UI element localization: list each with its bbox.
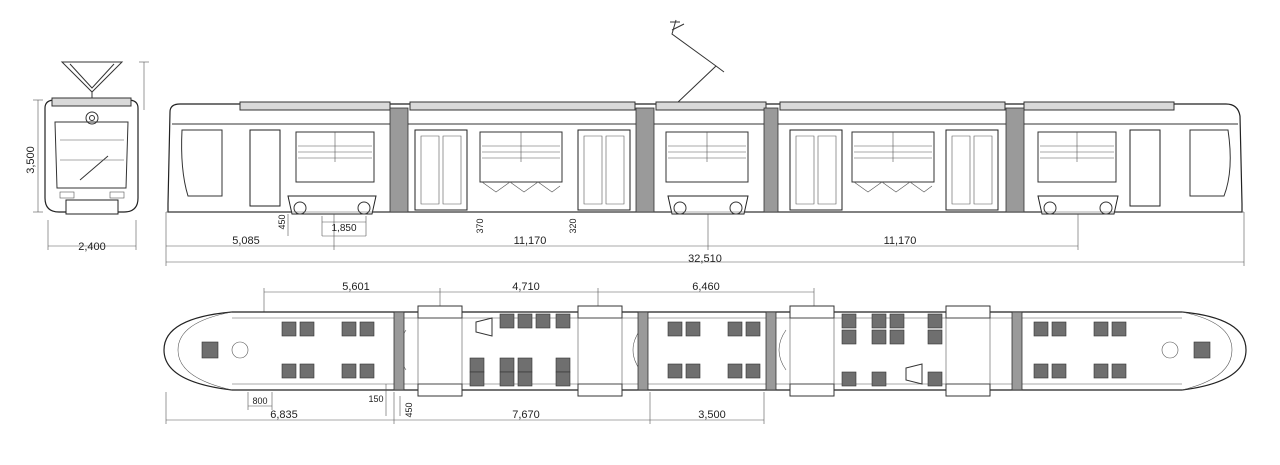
door-vestibule: [945, 383, 991, 397]
door: [577, 129, 631, 211]
plan-bottom-mid-label: 7,670: [512, 409, 540, 421]
bogie: [1037, 195, 1119, 215]
articulation-joint: [389, 107, 409, 213]
door: [789, 129, 843, 211]
driver-seat: [201, 341, 219, 359]
front-width-label: 2,400: [78, 241, 106, 253]
articulation-joint: [635, 107, 655, 213]
door-vestibule: [417, 305, 463, 319]
step-370-label: 370: [475, 218, 485, 233]
seating-section-5: [1033, 321, 1127, 379]
front-view: 3,500 2,400: [25, 61, 149, 253]
door: [414, 129, 468, 211]
seating-section-3: [667, 321, 761, 379]
door-vestibule: [789, 305, 835, 319]
door-vestibule: [577, 383, 623, 397]
section-a-label: 11,170: [514, 235, 547, 247]
articulation-joint: [1005, 107, 1025, 213]
aisle-450-label: 450: [404, 402, 414, 417]
articulation-joint: [763, 107, 779, 213]
door: [945, 129, 999, 211]
plan-top-right-label: 6,460: [692, 281, 720, 293]
plan-bottom-left-label: 6,835: [270, 409, 298, 421]
door: [1129, 129, 1161, 207]
floor-height-label: 450: [277, 214, 287, 229]
bogie: [287, 195, 377, 215]
door-vestibule: [945, 305, 991, 319]
door-vestibule: [417, 383, 463, 397]
bogie: [667, 195, 749, 215]
driver-seat: [1193, 341, 1211, 359]
seating-section-4: [841, 313, 943, 387]
section-b-label: 11,170: [884, 235, 917, 247]
door-vestibule: [577, 305, 623, 319]
seating-section-2: [469, 313, 571, 387]
plan-top-mid-label: 4,710: [512, 281, 540, 293]
door: [249, 129, 281, 207]
front-overhang-label: 5,085: [232, 235, 260, 247]
step-320-label: 320: [568, 218, 578, 233]
overall-length-label: 32,510: [688, 253, 722, 265]
plan-body-outline: [163, 311, 1247, 391]
aisle-150-label: 150: [368, 394, 383, 404]
side-view: 5,085 1,850 11,170 11,170 32,510 450 370…: [165, 19, 1245, 266]
seating-section-1: [281, 321, 375, 379]
plan-view: 5,601 4,710 6,460: [163, 281, 1247, 424]
windshield: [54, 121, 129, 189]
plan-top-left-label: 5,601: [342, 281, 370, 293]
bogie-pitch-label: 1,850: [331, 223, 356, 234]
front-height-label: 3,500: [25, 146, 37, 174]
plan-bottom-right-label: 3,500: [698, 409, 726, 421]
door-vestibule: [789, 383, 835, 397]
seat-pitch-label: 800: [252, 396, 267, 406]
